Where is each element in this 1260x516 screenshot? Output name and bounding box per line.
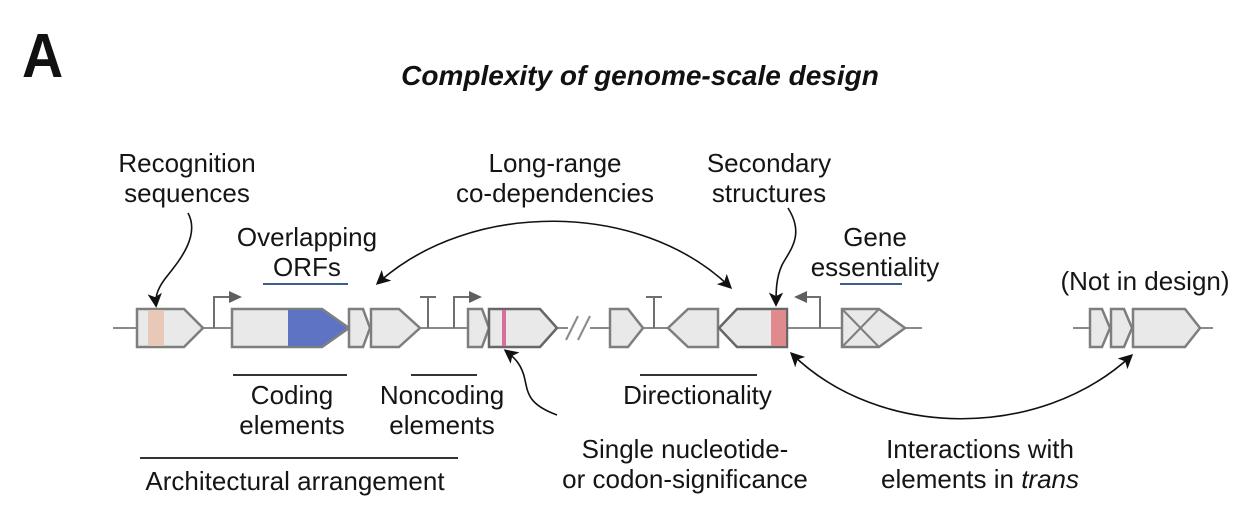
trans-interactions-label: Interactions with elements in trans bbox=[881, 434, 1079, 494]
promoter-icon bbox=[213, 291, 242, 328]
gene-codon-significance bbox=[487, 307, 559, 349]
trans-interaction-arc bbox=[789, 351, 1134, 420]
promoter-icon bbox=[453, 291, 482, 328]
not-in-design-label: (Not in design) bbox=[1060, 266, 1230, 296]
gene-small bbox=[466, 307, 491, 349]
gene-coding bbox=[369, 307, 422, 349]
gene-overlapping-orf bbox=[230, 307, 352, 349]
gene-recognition-sequence bbox=[135, 307, 205, 349]
figure-title: Complexity of genome-scale design bbox=[401, 60, 879, 91]
gene-reverse bbox=[666, 307, 720, 349]
long-range-arc bbox=[375, 220, 733, 289]
terminator-icon bbox=[646, 296, 662, 328]
reverse-promoter-icon bbox=[794, 291, 821, 328]
terminator-icon bbox=[420, 296, 436, 328]
gene-coding bbox=[608, 307, 645, 349]
codon-arrow bbox=[503, 349, 558, 416]
single-nucleotide-label: Single nucleotide-or codon-significance bbox=[562, 434, 808, 494]
gene-essential-crossed bbox=[840, 307, 908, 349]
genes-not-in-design bbox=[1088, 307, 1202, 349]
sequence-break-icon bbox=[565, 315, 591, 341]
gene-secondary-structure bbox=[717, 307, 789, 349]
gene-small bbox=[347, 307, 372, 349]
panel-label: A bbox=[22, 22, 64, 91]
recognition-arrow bbox=[147, 212, 193, 308]
directionality-label: Directionality bbox=[623, 380, 772, 410]
secondary-structure-arrow bbox=[768, 207, 797, 307]
architectural-arrangement-label: Architectural arrangement bbox=[145, 466, 445, 496]
